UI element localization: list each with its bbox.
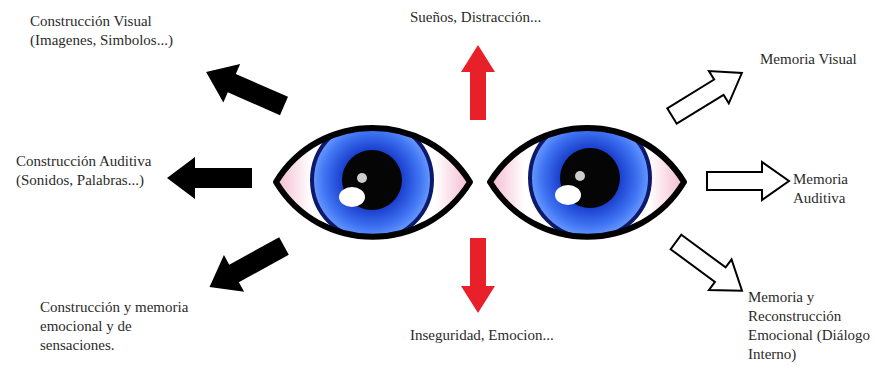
- hollow-arrow: [707, 162, 789, 200]
- direction-label: Construcción Auditiva (Sonidos, Palabras…: [16, 152, 166, 190]
- left-eye: [276, 120, 470, 240]
- black-arrow: [199, 228, 294, 306]
- direction-label: Inseguridad, Emocion...: [410, 326, 580, 345]
- direction-label: Memoria Auditiva: [793, 170, 857, 208]
- hollow-arrow: [665, 227, 754, 306]
- eye-outline: [490, 128, 684, 237]
- right-eye: [490, 118, 684, 238]
- eye-highlight: [555, 185, 581, 205]
- hollow-arrow: [662, 57, 752, 132]
- direction-label: Memoria y Reconstrucción Emocional (Diál…: [748, 288, 873, 364]
- eye-highlight: [357, 173, 367, 183]
- direction-label: Construcción Visual (Imagenes, Simbolos.…: [30, 12, 180, 50]
- black-arrow: [167, 157, 252, 199]
- direction-label: Construcción y memoria emocional y de se…: [40, 298, 196, 355]
- direction-label: Sueños, Distracción...: [410, 8, 580, 27]
- eye-highlight: [339, 187, 365, 207]
- direction-label: Memoria Visual: [760, 50, 870, 69]
- red-arrow: [461, 238, 495, 313]
- eye-highlight: [575, 171, 585, 181]
- black-arrow: [198, 53, 293, 126]
- red-arrow: [461, 45, 495, 120]
- eye-outline: [276, 128, 470, 237]
